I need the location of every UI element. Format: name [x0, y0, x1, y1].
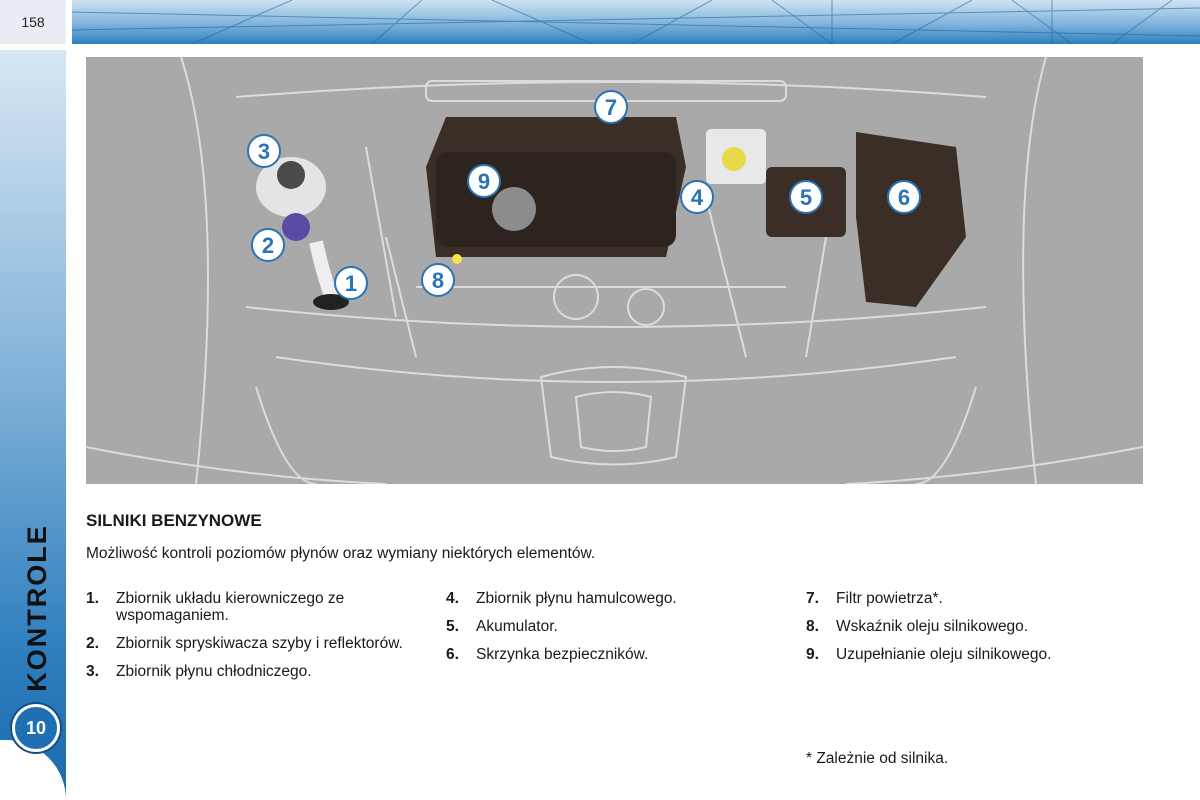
legend-item-text: Zbiornik spryskiwacza szyby i reflektoró… [116, 635, 403, 652]
top-banner [72, 0, 1200, 44]
callout-7: 7 [594, 90, 628, 124]
legend-item: 9. Uzupełnianie oleju silnikowego. [806, 646, 1136, 663]
oil-dipstick [452, 254, 462, 264]
legend-item: 2. Zbiornik spryskiwacza szyby i reflekto… [86, 635, 416, 652]
legend-item-number: 6. [446, 646, 459, 663]
callout-8-label: 8 [432, 268, 444, 293]
legend-item-number: 2. [86, 635, 99, 652]
callout-1-label: 1 [345, 271, 357, 296]
callout-6-label: 6 [898, 185, 910, 210]
legend-item: 1. Zbiornik układu kierowniczego ze wspom… [86, 590, 416, 624]
page-number: 158 [0, 0, 68, 44]
power-steering-reservoir [313, 294, 349, 310]
washer-reservoir-cap [282, 213, 310, 241]
legend-column-1: 1. Zbiornik układu kierowniczego ze wspom… [86, 590, 416, 691]
legend-item-number: 5. [446, 618, 459, 635]
legend-item: 5. Akumulator. [446, 618, 776, 635]
callout-9: 9 [467, 164, 501, 198]
callout-2: 2 [251, 228, 285, 262]
legend-item-text: Wskaźnik oleju silnikowego. [836, 618, 1029, 635]
chapter-side-band [0, 50, 66, 800]
legend-item-text: Uzupełnianie oleju silnikowego. [836, 646, 1052, 663]
callout-8: 8 [421, 263, 455, 297]
engine-bay-drawing: 1 2 3 4 5 6 7 8 9 [86, 57, 1143, 484]
legend-item-text: Zbiornik płynu hamulcowego. [476, 590, 677, 607]
section-heading: SILNIKI BENZYNOWE [86, 511, 262, 530]
callout-7-label: 7 [605, 95, 617, 120]
chapter-label: KONTROLE [22, 524, 52, 692]
callout-1: 1 [334, 266, 368, 300]
engine-cover [436, 152, 676, 247]
legend-item: 3. Zbiornik płynu chłodniczego. [86, 663, 416, 680]
legend-item-text: Skrzynka bezpieczników. [476, 646, 649, 663]
callout-9-label: 9 [478, 169, 490, 194]
legend-item-number: 8. [806, 618, 819, 635]
legend-item-text: Akumulator. [476, 618, 558, 635]
callout-6: 6 [887, 180, 921, 214]
callout-4: 4 [680, 180, 714, 214]
callout-3: 3 [247, 134, 281, 168]
legend-item-number: 1. [86, 590, 99, 607]
legend-item-number: 7. [806, 590, 819, 607]
callout-4-label: 4 [691, 185, 704, 210]
legend-item: 4. Zbiornik płynu hamulcowego. [446, 590, 776, 607]
legend-item-text: Zbiornik układu kierowniczego ze wspomag… [116, 590, 345, 624]
callout-5: 5 [789, 180, 823, 214]
callout-2-label: 2 [262, 233, 274, 258]
banner-pattern [72, 0, 1200, 44]
legend-item-number: 3. [86, 663, 99, 680]
legend-item: 7. Filtr powietrza*. [806, 590, 1136, 607]
legend-item-number: 4. [446, 590, 459, 607]
engine-bay-illustration: 1 2 3 4 5 6 7 8 9 [86, 57, 1143, 484]
legend-column-3: 7. Filtr powietrza*. 8. Wskaźnik oleju sil… [806, 590, 1136, 674]
legend-item: 8. Wskaźnik oleju silnikowego. [806, 618, 1136, 635]
legend-item-text: Filtr powietrza*. [836, 590, 943, 607]
legend-column-2: 4. Zbiornik płynu hamulcowego. 5. Akumulat… [446, 590, 776, 674]
legend-item-number: 9. [806, 646, 819, 663]
callout-5-label: 5 [800, 185, 812, 210]
chapter-number-badge: 10 [12, 704, 60, 752]
oil-filler-cap [492, 187, 536, 231]
footnote: * Zależnie od silnika. [806, 750, 949, 767]
fuse-box [856, 132, 966, 307]
intro-text: Możliwość kontroli poziomów płynów oraz … [86, 545, 596, 562]
legend-item: 6. Skrzynka bezpieczników. [446, 646, 776, 663]
callout-3-label: 3 [258, 139, 270, 164]
legend-item-text: Zbiornik płynu chłodniczego. [116, 663, 312, 680]
